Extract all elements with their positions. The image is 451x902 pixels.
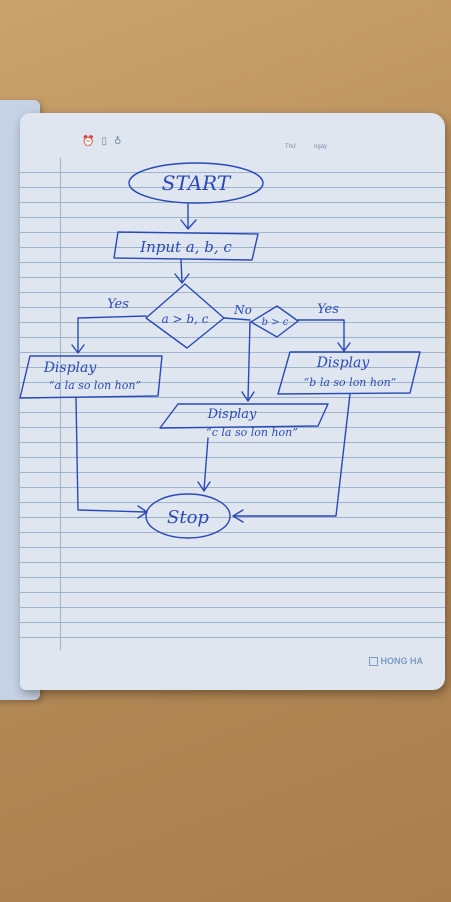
- arrow-decision1-no: [223, 317, 251, 321]
- display-b-title: Display: [316, 355, 371, 371]
- margin-line: [60, 158, 61, 650]
- arrow-decision2-no: [241, 321, 255, 402]
- decision2-diamond: [250, 305, 299, 338]
- decision1-diamond: [145, 283, 225, 349]
- alarm-clock-icon: ⏰: [82, 136, 95, 147]
- no1-label: No: [233, 303, 252, 317]
- display-c-text: “c la so lon hon”: [206, 426, 298, 439]
- input-box: [113, 231, 259, 261]
- brand-mark-icon: [368, 656, 378, 666]
- notebook-page: ⏰ ▯ ♁ Thứ ngày HONG HA: [20, 113, 445, 690]
- start-label: START: [162, 171, 232, 195]
- display-c-box: [159, 403, 329, 429]
- arrow-decision2-yes: [297, 319, 351, 352]
- yes1-label: Yes: [107, 297, 129, 312]
- stop-label: Stop: [167, 507, 209, 528]
- display-a-box: [19, 355, 163, 399]
- display-c-title: Display: [207, 407, 257, 422]
- brand-name: HONG HA: [380, 656, 424, 666]
- display-b-text: “b la so lon hon”: [304, 376, 397, 389]
- display-a-text: “a la so lon hon”: [49, 379, 141, 392]
- decision1-label: a > b, c: [162, 312, 209, 326]
- stop-terminal: [145, 493, 231, 539]
- arrow-display-a-stop: [75, 397, 148, 519]
- header-icons: ⏰ ▯ ♁: [82, 136, 121, 147]
- day-label: Thứ: [285, 144, 297, 150]
- display-b-box: [277, 351, 421, 395]
- arrow-input-decision1: [174, 259, 190, 284]
- decision2-label: b > c: [262, 317, 289, 328]
- date-label: ngày: [314, 144, 328, 150]
- arrow-decision1-yes: [71, 315, 147, 354]
- date-labels: Thứ ngày: [285, 144, 327, 150]
- arrow-display-b-stop: [232, 393, 351, 523]
- brand-logo: HONG HA: [368, 656, 424, 666]
- start-terminal: [128, 162, 264, 204]
- arrow-start-input: [180, 202, 197, 230]
- input-label: Input a, b, c: [139, 238, 232, 256]
- yes2-label: Yes: [317, 302, 339, 317]
- display-a-title: Display: [43, 360, 98, 376]
- arrow-display-c-stop: [197, 437, 211, 492]
- lightbulb-icon: ♁: [113, 136, 122, 147]
- book-icon: ▯: [101, 136, 107, 147]
